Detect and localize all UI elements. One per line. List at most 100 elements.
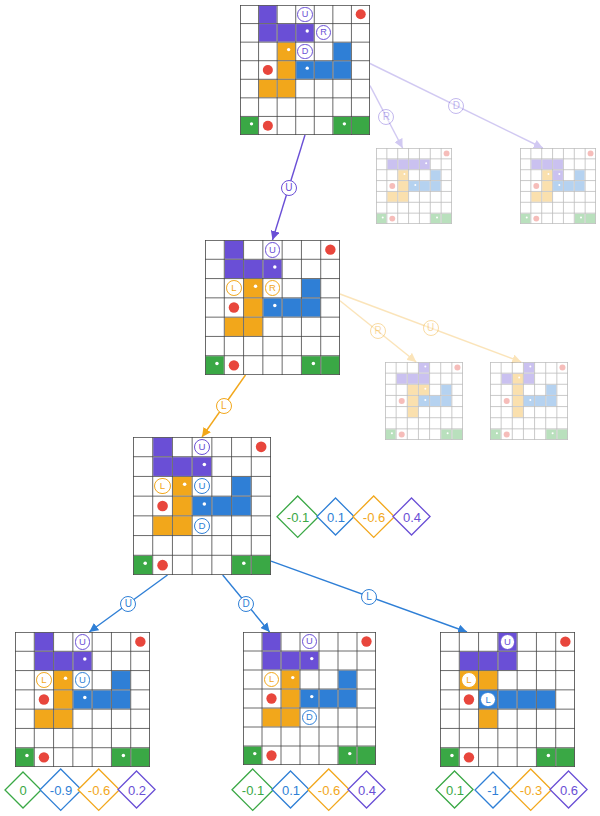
grid-line [396,362,397,440]
value-text: 0.1 [282,782,300,797]
orange-snake [398,192,408,202]
grid-line [534,362,535,440]
food-dot [464,694,474,704]
grid-line [15,632,16,767]
purple-snake [296,24,314,42]
orange-snake [54,710,72,728]
grid-line [555,632,556,767]
grid-line [520,148,596,149]
grid-line [440,670,575,671]
food-dot [325,244,335,254]
grid-line [243,708,376,709]
grid-line [172,437,173,575]
green-snake [491,429,501,439]
purple-snake [513,374,523,384]
grid-line [243,240,244,375]
purple-snake [278,24,296,42]
blue-snake [296,61,314,79]
green-snake [521,214,531,224]
grid-line [15,709,150,710]
snake-eye [242,561,246,565]
green-snake [452,429,462,439]
grid-line [419,148,420,224]
green-snake [575,214,585,224]
value-text: 0.6 [560,782,578,797]
value-text: 0.2 [128,782,146,797]
grid-line [211,437,212,575]
board-grid [385,362,463,440]
green-snake [441,429,451,439]
diamond-outline [272,771,309,808]
snake-eye [580,216,582,218]
grid-line [15,689,150,690]
grid-line [149,632,150,767]
blue-snake [535,396,545,406]
snake-eye [253,752,256,755]
green-snake [232,556,251,575]
grid-line [490,384,568,385]
grid-line [205,240,206,375]
board-grid [243,632,376,765]
orange-snake [278,61,296,79]
value-diamond: -0.6 [77,768,120,811]
snake-eye [122,754,125,757]
diamond-outline [40,769,81,810]
grid-line [205,336,340,337]
value-diamond: -0.3 [509,768,552,811]
grid-line [15,651,150,652]
blue-snake [575,181,585,191]
game-board [520,148,596,224]
orange-snake [278,43,296,61]
blue-snake [409,181,419,191]
grid-line [429,362,430,440]
orange-snake [259,80,277,98]
snake-eye [558,184,560,186]
grid-line [556,362,557,440]
food-dot [266,693,276,703]
move-circle: U [75,672,91,688]
food-dot [399,398,405,404]
move-label: D [238,596,254,612]
grid-line [205,278,340,279]
green-snake [333,117,351,135]
tree-connector [223,575,270,632]
grid-line [300,632,301,765]
value-diamond: -0.9 [39,768,82,811]
purple-snake [263,633,281,651]
grid-line [133,535,271,536]
purple-snake [553,159,563,169]
purple-snake [173,457,192,476]
grid-line [133,476,271,477]
food-dot [464,752,474,762]
orange-snake [513,374,523,384]
purple-snake [301,652,319,670]
orange-snake [479,710,497,728]
purple-snake [524,363,534,373]
grid-line [520,191,596,192]
blue-snake [232,497,251,516]
orange-snake [408,396,418,406]
move-label: D [448,98,464,114]
food-dot [588,150,594,156]
purple-snake [263,260,281,278]
snake-eye [526,216,528,218]
green-snake [241,117,259,135]
food-dot [39,752,49,762]
blue-snake [333,43,351,61]
grid-line [243,632,376,633]
grid-line [440,728,575,729]
value-text: -0.1 [242,783,264,798]
tree-connector [340,301,416,362]
grid-line [520,169,596,170]
green-snake [252,556,271,575]
grid-line [133,496,271,497]
purple-snake [553,170,563,180]
green-snake [377,214,387,224]
purple-snake [35,652,53,670]
orange-snake [173,497,192,516]
snake-eye [312,362,315,365]
grid-line [192,437,193,575]
blue-snake [479,690,497,708]
grid-line [133,515,271,516]
grid-line [407,362,408,440]
